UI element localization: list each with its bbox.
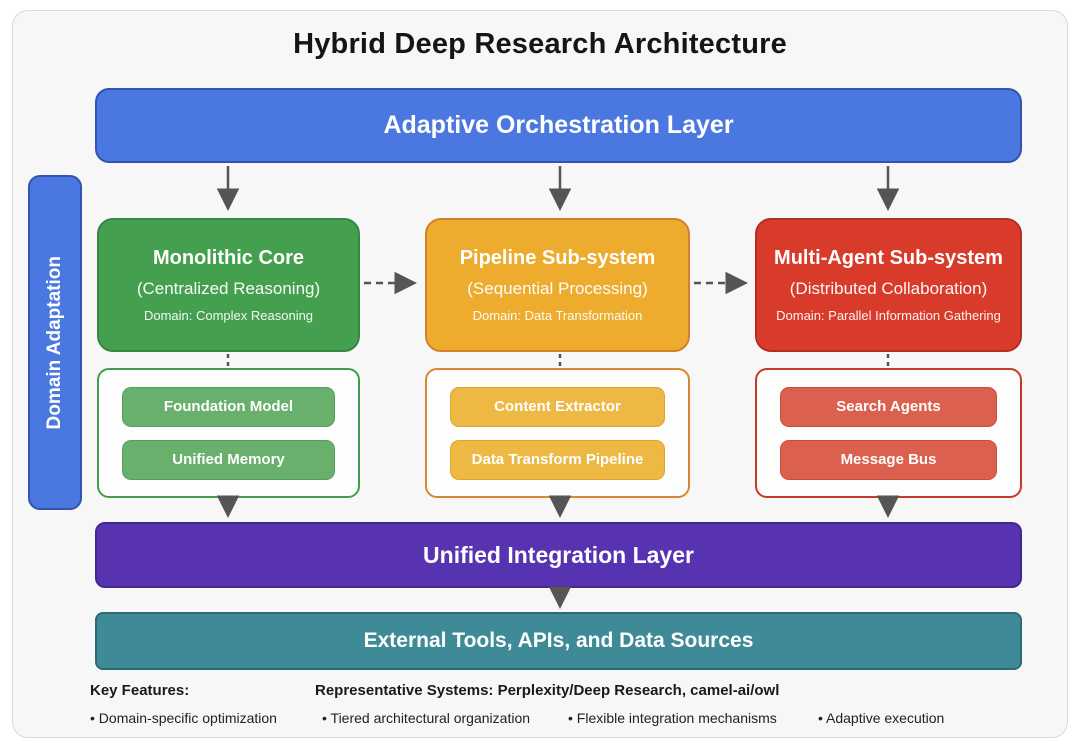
subsystem-domain: Domain: Complex Reasoning <box>143 308 314 323</box>
external-layer-label: External Tools, APIs, and Data Sources <box>363 629 754 652</box>
component-pill: Foundation Model <box>122 386 335 427</box>
subsystem-subtitle: (Distributed Collaboration) <box>789 279 988 298</box>
subsystem-multi-agent: Multi-Agent Sub-system (Distributed Coll… <box>755 218 1022 352</box>
subsystem-domain: Domain: Parallel Information Gathering <box>776 308 1001 323</box>
components-multi-agent: Search Agents Message Bus <box>755 368 1022 498</box>
page-title: Hybrid Deep Research Architecture <box>293 28 787 60</box>
component-pill: Message Bus <box>780 439 997 480</box>
domain-adaptation-label: Domain Adaptation <box>44 255 65 430</box>
subsystem-title: Monolithic Core <box>152 247 305 269</box>
subsystem-title: Pipeline Sub-system <box>459 247 656 269</box>
component-pill: Content Extractor <box>450 386 665 427</box>
subsystem-pipeline: Pipeline Sub-system (Sequential Processi… <box>425 218 690 352</box>
component-pill: Data Transform Pipeline <box>450 439 665 480</box>
subsystem-domain: Domain: Data Transformation <box>472 308 643 323</box>
component-pill: Search Agents <box>780 386 997 427</box>
orchestration-layer-banner: Adaptive Orchestration Layer <box>95 88 1022 163</box>
feature-bullet: • Tiered architectural organization <box>322 710 531 726</box>
components-pipeline: Content Extractor Data Transform Pipelin… <box>425 368 690 498</box>
subsystem-subtitle: (Centralized Reasoning) <box>136 279 321 298</box>
external-layer-banner: External Tools, APIs, and Data Sources <box>95 612 1022 670</box>
integration-layer-banner: Unified Integration Layer <box>95 522 1022 588</box>
feature-bullet: • Adaptive execution <box>818 710 945 726</box>
feature-bullet: • Domain-specific optimization <box>90 710 277 726</box>
domain-adaptation-bar: Domain Adaptation <box>28 175 82 510</box>
component-pill: Unified Memory <box>122 439 335 480</box>
subsystem-monolithic-core: Monolithic Core (Centralized Reasoning) … <box>97 218 360 352</box>
representative-systems-label: Representative Systems: Perplexity/Deep … <box>315 682 780 699</box>
subsystem-subtitle: (Sequential Processing) <box>467 279 648 298</box>
orchestration-layer-label: Adaptive Orchestration Layer <box>383 111 734 139</box>
components-monolithic: Foundation Model Unified Memory <box>97 368 360 498</box>
feature-bullet: • Flexible integration mechanisms <box>568 710 777 726</box>
subsystem-title: Multi-Agent Sub-system <box>774 247 1003 269</box>
integration-layer-label: Unified Integration Layer <box>423 541 694 568</box>
key-features-label: Key Features: <box>90 682 190 699</box>
